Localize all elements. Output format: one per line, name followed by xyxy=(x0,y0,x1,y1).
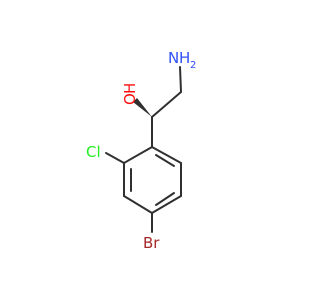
ring-bond-1 xyxy=(123,146,153,164)
atom-labels: N H 2 O H Cl Br xyxy=(86,49,196,252)
ring-bond-6 xyxy=(151,146,182,164)
bond-ch2-cstereo xyxy=(151,91,182,118)
ring-bond-3 xyxy=(123,195,153,214)
ring-bond-4 xyxy=(151,195,182,214)
atom-oh: O H xyxy=(121,83,139,105)
molecule-canvas: N H 2 O H Cl Br xyxy=(86,49,196,252)
ring-double-3 xyxy=(155,154,175,167)
atom-nh2: N H 2 xyxy=(168,49,196,71)
bond-n-ch2 xyxy=(179,66,182,93)
bonds xyxy=(105,66,182,233)
atom-o-symbol: O xyxy=(121,93,139,105)
atom-n-symbol: N xyxy=(168,49,179,67)
atom-n-h-count: 2 xyxy=(190,60,196,71)
atom-cl: Cl xyxy=(86,143,101,161)
ring-double-2 xyxy=(155,192,175,206)
wedge-bond-c-o xyxy=(133,98,152,117)
atom-br: Br xyxy=(143,234,160,252)
bond-ring-cl xyxy=(105,152,125,164)
molecule-structure: N H 2 O H Cl Br xyxy=(86,49,196,252)
atom-n-h: H xyxy=(179,49,190,67)
atom-o-h: H xyxy=(121,83,139,94)
